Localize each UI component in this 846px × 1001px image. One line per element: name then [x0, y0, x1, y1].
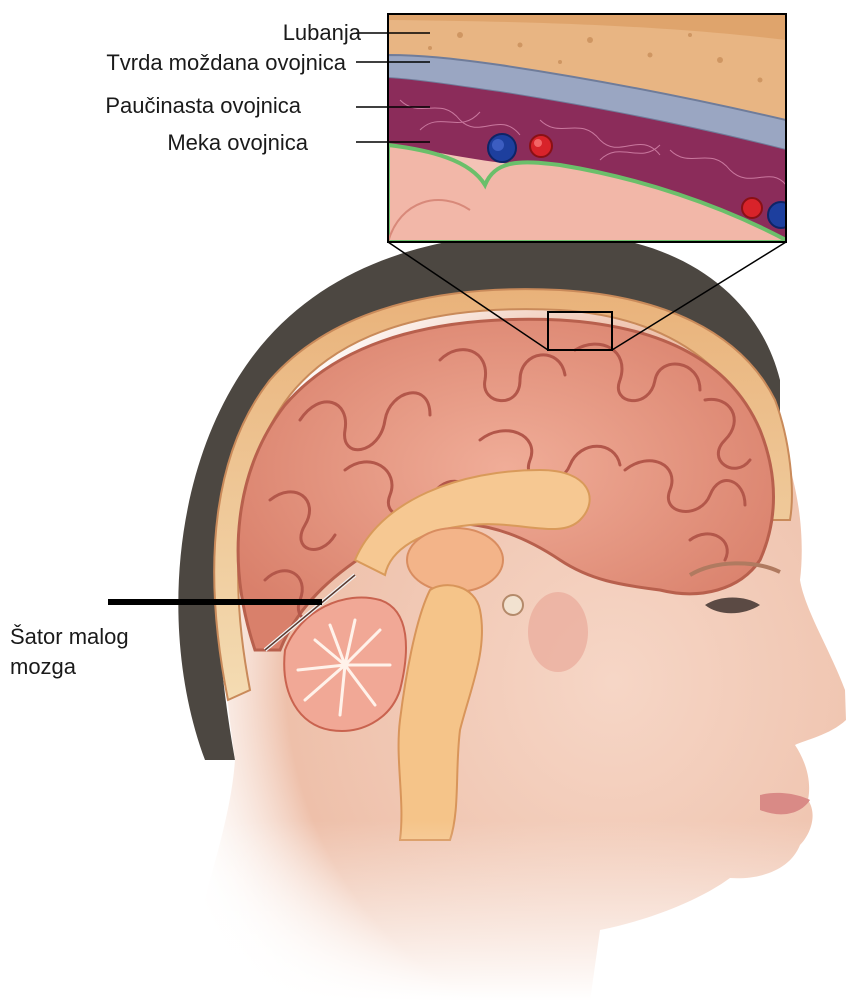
label-skull: Lubanja	[283, 20, 361, 46]
label-pia-mater: Meka ovojnica	[167, 130, 308, 156]
label-tentorium-line1: Šator malog	[10, 622, 180, 652]
label-tentorium-line2: mozga	[10, 652, 180, 682]
label-dura-mater: Tvrda moždana ovojnica	[106, 50, 346, 76]
meninges-inset	[388, 14, 794, 242]
label-tentorium: Šator malog mozga	[10, 622, 180, 682]
artery-icon	[530, 135, 552, 157]
label-arachnoid-mater: Paučinasta ovojnica	[105, 93, 301, 119]
thalamus	[407, 528, 503, 592]
